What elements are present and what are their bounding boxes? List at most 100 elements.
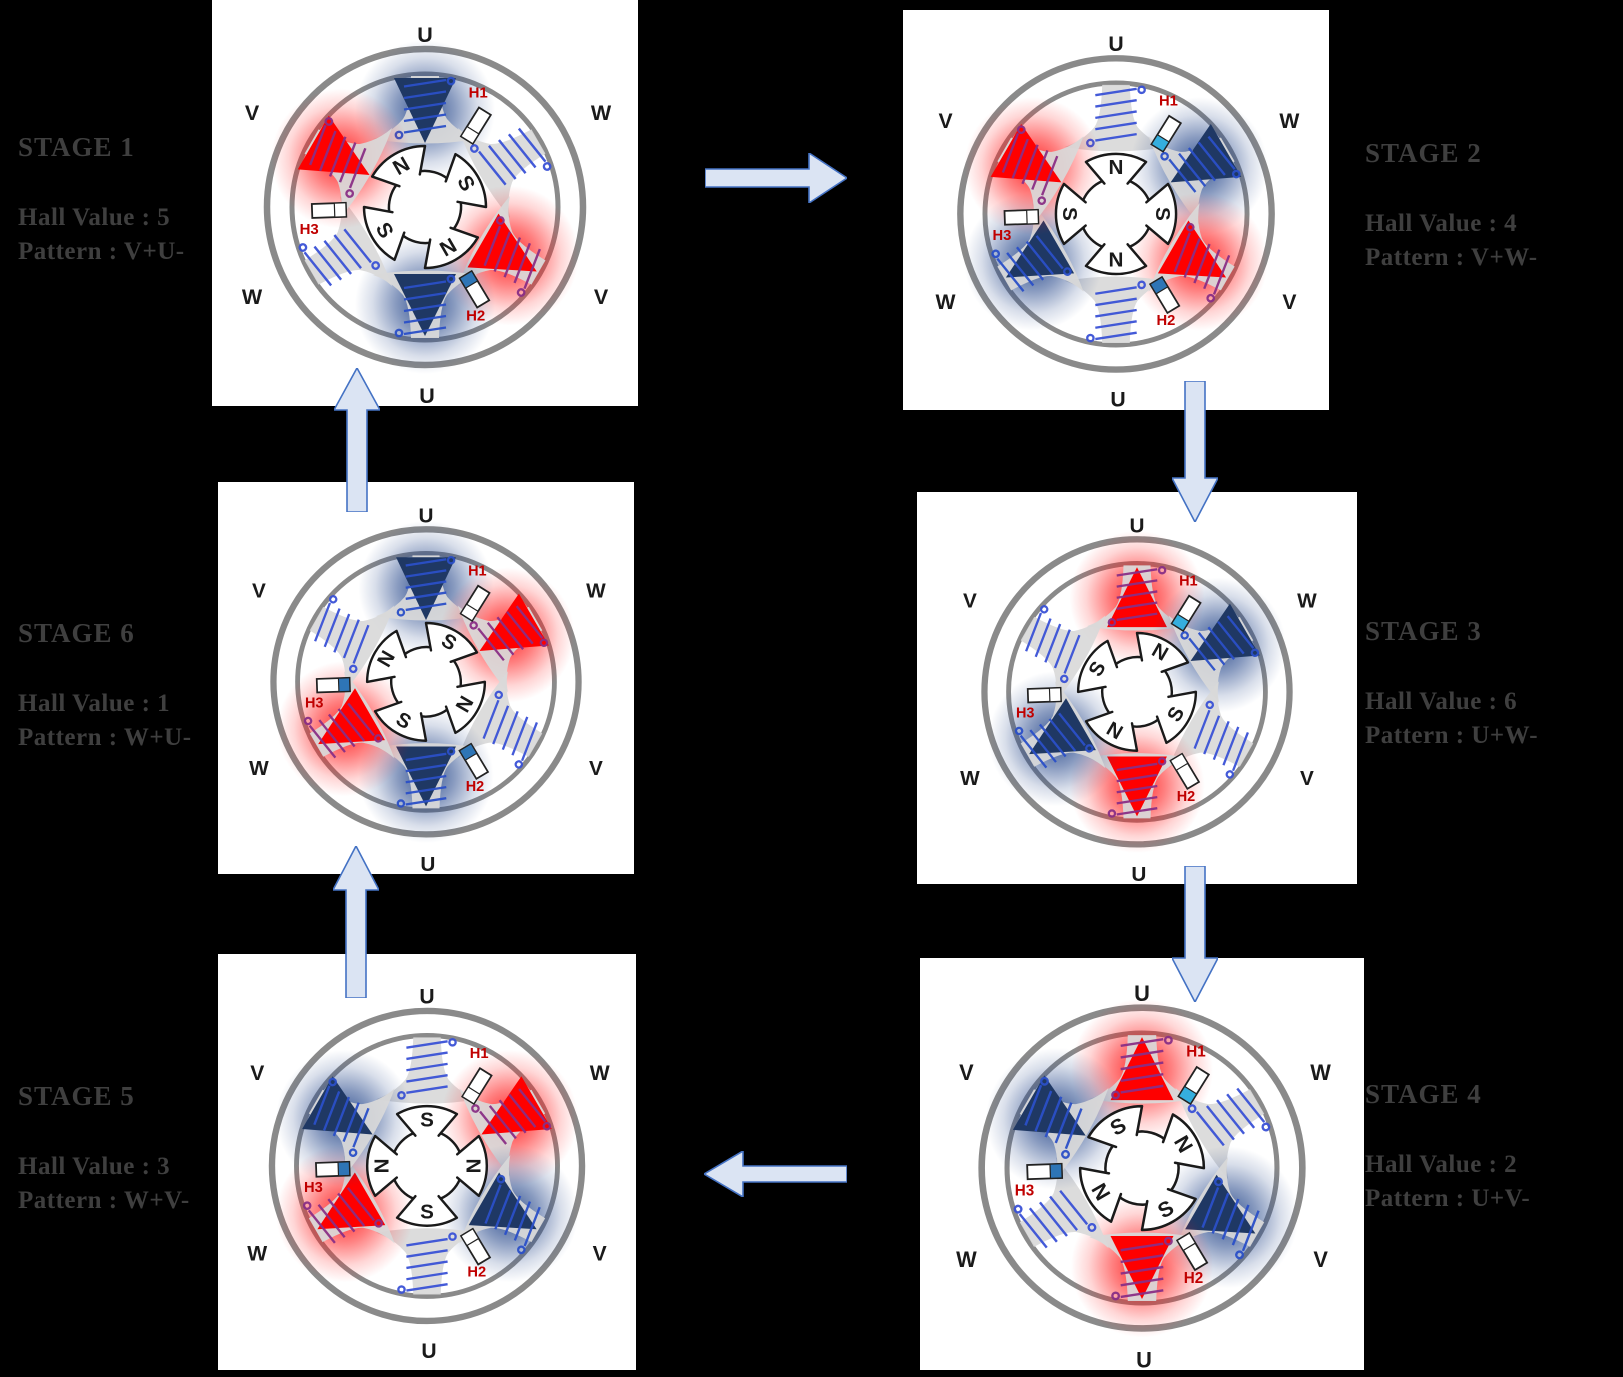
winding-coil bbox=[484, 1174, 541, 1255]
tooth-v-5 bbox=[985, 1047, 1128, 1190]
hall-sensor-h3 bbox=[315, 1160, 351, 1178]
pole-shoe bbox=[304, 195, 393, 287]
winding-coil bbox=[1024, 1076, 1083, 1159]
winding-coil bbox=[303, 702, 383, 759]
arrow-stage3-to-stage4-down-icon bbox=[1172, 866, 1218, 1002]
pole-arrow-red bbox=[1110, 1236, 1174, 1299]
stage-6-caption: STAGE 6 Hall Value : 1 Pattern : W+U- bbox=[18, 618, 288, 755]
winding-coil bbox=[1086, 280, 1146, 343]
phase-label-w-4: W bbox=[956, 1247, 977, 1272]
phase-label-v-5: V bbox=[959, 1060, 974, 1085]
phase-label-u-0: U bbox=[1108, 33, 1123, 56]
pole-arrow-navy bbox=[396, 746, 456, 807]
stage-4-title: STAGE 4 bbox=[1365, 1079, 1482, 1109]
phase-label-v-2: V bbox=[589, 757, 603, 780]
rotor bbox=[1076, 631, 1198, 752]
rotor-pole-fill bbox=[446, 681, 485, 733]
hall-sensor-h1 bbox=[461, 1067, 493, 1106]
phase-label-u-3: U bbox=[1110, 389, 1125, 410]
tooth-u-3 bbox=[355, 234, 495, 374]
hall-sensor-cell bbox=[460, 125, 480, 145]
rotor-pole-fill bbox=[424, 227, 478, 268]
hall-sensor-h1 bbox=[459, 106, 493, 145]
hall-sensor-h2 bbox=[1169, 752, 1201, 791]
rotor bbox=[365, 1104, 489, 1227]
stage-3-caption: STAGE 3 Hall Value : 6 Pattern : U+W- bbox=[1365, 616, 1623, 753]
rotor-pole-outline bbox=[373, 700, 428, 742]
hall-sensor-cell-active bbox=[1170, 613, 1190, 632]
hall-label-h3: H3 bbox=[1015, 1182, 1034, 1199]
phase-label-v-5: V bbox=[963, 590, 977, 613]
hall-sensor-cell-active bbox=[337, 1161, 351, 1177]
pole-shoe bbox=[1020, 615, 1106, 703]
rotor-pole-fill bbox=[1136, 632, 1188, 672]
phase-label-v-2: V bbox=[1282, 291, 1296, 314]
hall-sensor-h2 bbox=[459, 1227, 492, 1266]
phase-label-v-2: V bbox=[594, 285, 609, 309]
hall-sensor-cell bbox=[460, 1228, 480, 1247]
winding-coil bbox=[314, 595, 370, 674]
block-arrow-shape bbox=[705, 153, 847, 203]
hall-label-h2: H2 bbox=[1184, 1270, 1203, 1287]
rotor-pole-fill bbox=[372, 146, 426, 187]
tooth-w-1 bbox=[457, 127, 552, 219]
block-arrow-shape bbox=[1172, 381, 1218, 522]
hall-label-h1: H1 bbox=[1179, 574, 1198, 590]
hall-sensor-cell-active bbox=[337, 677, 351, 693]
hall-sensor-h1 bbox=[459, 584, 491, 622]
rotor-pole-label: S bbox=[1058, 207, 1081, 221]
winding-coil bbox=[1013, 1189, 1097, 1249]
winding-coil bbox=[1187, 1087, 1271, 1147]
pole-shoe bbox=[309, 605, 395, 693]
stage-4-caption: STAGE 4 Hall Value : 2 Pattern : U+V- bbox=[1365, 1079, 1623, 1216]
rotor-pole-outline bbox=[1145, 182, 1178, 246]
winding-coil bbox=[394, 274, 456, 338]
rotor-pole-fill bbox=[445, 154, 486, 208]
phase-label-w-4: W bbox=[247, 1243, 267, 1266]
stage-5-title: STAGE 5 bbox=[18, 1081, 135, 1111]
arrow-stage4-to-stage5-left-icon bbox=[704, 1151, 847, 1197]
rotor-pole-outline bbox=[1087, 1104, 1144, 1149]
rotor-pole-outline bbox=[365, 629, 408, 684]
phase-label-u-3: U bbox=[420, 853, 435, 874]
phase-label-v-5: V bbox=[938, 110, 952, 133]
stator-outer-ring bbox=[268, 1007, 586, 1325]
hall-sensor-cell-active bbox=[1150, 133, 1170, 153]
arrow-stage1-to-stage2-right-icon bbox=[705, 153, 847, 203]
tooth-w-4 bbox=[277, 661, 413, 797]
rotor-pole-outline bbox=[1084, 152, 1148, 185]
winding-coil bbox=[1173, 222, 1231, 303]
rotor-pole-fill bbox=[1141, 1189, 1196, 1230]
arrow-stage2-to-stage3-down-icon bbox=[1172, 381, 1218, 522]
winding-coil bbox=[1180, 615, 1260, 672]
hall-sensor-cell-active bbox=[1049, 1163, 1063, 1179]
rotor-pole-outline bbox=[1078, 1166, 1123, 1223]
hall-sensor-h1 bbox=[1177, 1065, 1211, 1106]
phase-label-u-3: U bbox=[1131, 863, 1146, 884]
hall-sensor-h2 bbox=[1175, 1231, 1209, 1272]
block-arrow-shape bbox=[333, 846, 379, 998]
rotor-pole-outline bbox=[1161, 1113, 1206, 1170]
rotor-pole-outline bbox=[423, 226, 480, 270]
hall-sensor-cell-active bbox=[458, 742, 478, 762]
winding-coil bbox=[1107, 757, 1167, 818]
hall-label-h3: H3 bbox=[992, 228, 1011, 244]
phase-label-u-0: U bbox=[417, 23, 433, 47]
stage-6-hall-value: Hall Value : 1 bbox=[18, 690, 171, 717]
rotor-pole-fill bbox=[1055, 183, 1086, 244]
pole-arrow-red bbox=[990, 123, 1062, 183]
hall-label-h3: H3 bbox=[304, 1180, 323, 1196]
hall-sensor-cell bbox=[1048, 687, 1062, 703]
pole-arrow-red bbox=[467, 213, 537, 272]
pole-arrow-navy bbox=[302, 1076, 373, 1135]
hall-sensor-h2 bbox=[458, 269, 491, 309]
hall-sensor-cell bbox=[1169, 752, 1189, 772]
pole-arrow-navy bbox=[1185, 1174, 1256, 1234]
phase-label-v-5: V bbox=[250, 1062, 264, 1085]
